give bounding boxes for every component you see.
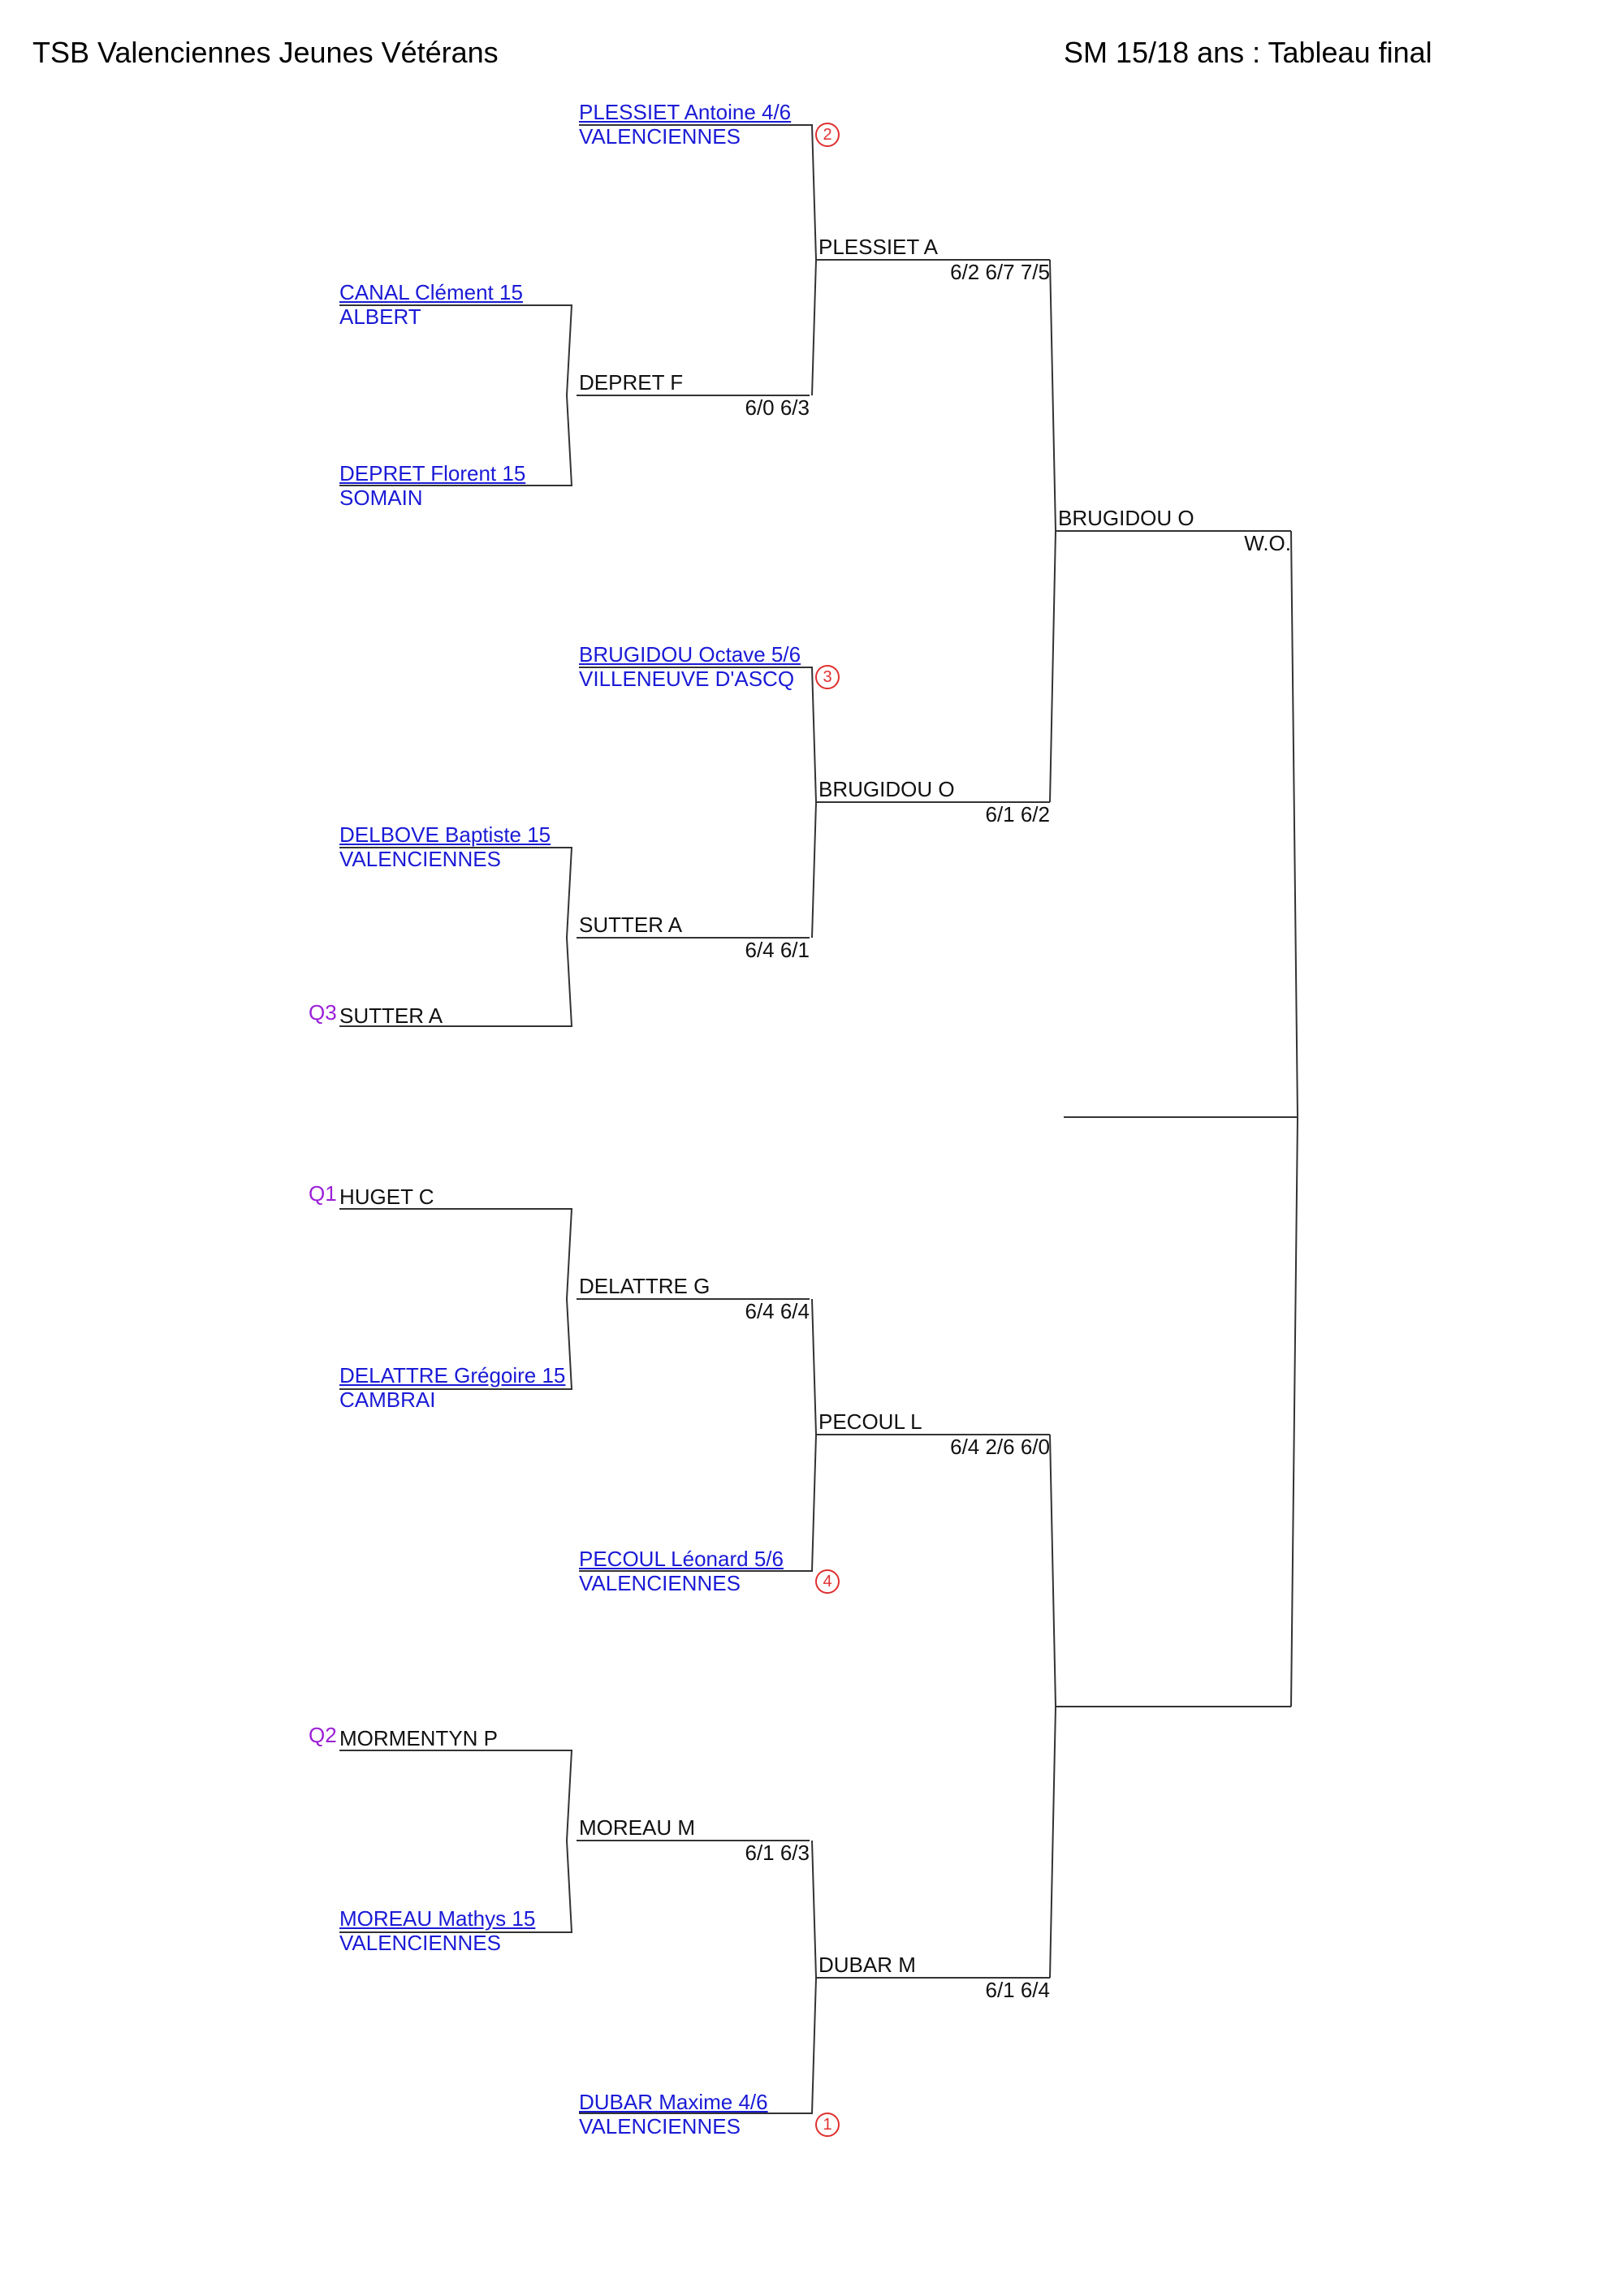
player-club: VILLENEUVE D'ASCQ xyxy=(579,667,795,691)
bracket-line xyxy=(1290,530,1299,1707)
player-name: MORMENTYN P xyxy=(339,1726,498,1750)
player-name[interactable]: PLESSIET Antoine 4/6 xyxy=(579,100,792,124)
qualifier-label: Q3 xyxy=(309,1000,337,1025)
match-winner: PLESSIET A xyxy=(818,235,938,259)
match-score: 6/2 6/7 7/5 xyxy=(950,260,1050,284)
tournament-title: TSB Valenciennes Jeunes Vétérans xyxy=(32,36,499,69)
bracket-line xyxy=(339,847,573,1027)
qualifier-label: Q1 xyxy=(309,1181,337,1206)
bracket-line xyxy=(1049,1434,1057,1979)
bracket-line xyxy=(339,304,573,486)
match-winner: SUTTER A xyxy=(579,913,683,937)
player-club: SOMAIN xyxy=(339,486,423,510)
player-name[interactable]: BRUGIDOU Octave 5/6 xyxy=(579,642,801,667)
player-club: VALENCIENNES xyxy=(579,124,741,149)
player-club: CAMBRAI xyxy=(339,1388,436,1412)
match-score: 6/1 6/3 xyxy=(745,1841,810,1865)
bracket-line xyxy=(579,667,818,939)
player-name[interactable]: CANAL Clément 15 xyxy=(339,280,523,304)
seed-badge: 3 xyxy=(815,665,840,689)
player-name: HUGET C xyxy=(339,1185,434,1209)
bracket-line xyxy=(579,1840,818,2114)
match-winner: DUBAR M xyxy=(818,1953,916,1977)
player-name[interactable]: MOREAU Mathys 15 xyxy=(339,1906,536,1931)
match-winner: BRUGIDOU O xyxy=(1058,506,1194,530)
match-score: 6/1 6/2 xyxy=(985,802,1050,826)
player-name[interactable]: DUBAR Maxime 4/6 xyxy=(579,2090,768,2114)
player-name[interactable]: DELATTRE Grégoire 15 xyxy=(339,1363,566,1388)
qualifier-label: Q2 xyxy=(309,1723,337,1747)
match-winner: DEPRET F xyxy=(579,370,684,395)
seed-badge: 4 xyxy=(815,1569,840,1594)
bracket-line xyxy=(1049,259,1057,803)
match-score: 6/1 6/4 xyxy=(985,1978,1050,2002)
match-score: 6/4 6/4 xyxy=(745,1299,810,1323)
player-club: VALENCIENNES xyxy=(579,2114,741,2138)
player-club: VALENCIENNES xyxy=(339,1931,501,1955)
match-score: 6/4 6/1 xyxy=(745,938,810,962)
player-club: VALENCIENNES xyxy=(339,847,501,871)
bracket-line xyxy=(339,1750,573,1933)
player-club: VALENCIENNES xyxy=(579,1571,741,1595)
player-club: ALBERT xyxy=(339,304,421,329)
match-winner: DELATTRE G xyxy=(579,1274,710,1298)
match-score: W.O. xyxy=(1244,531,1291,555)
seed-badge: 1 xyxy=(815,2113,840,2137)
match-score: 6/0 6/3 xyxy=(745,395,810,420)
player-name: SUTTER A xyxy=(339,1003,443,1028)
bracket-line xyxy=(579,124,818,396)
player-name[interactable]: PECOUL Léonard 5/6 xyxy=(579,1547,784,1571)
bracket-line xyxy=(579,1298,818,1572)
match-score: 6/4 2/6 6/0 xyxy=(950,1435,1050,1459)
match-winner: PECOUL L xyxy=(818,1409,922,1434)
match-winner: MOREAU M xyxy=(579,1815,695,1840)
player-name[interactable]: DELBOVE Baptiste 15 xyxy=(339,822,551,847)
player-name[interactable]: DEPRET Florent 15 xyxy=(339,461,526,486)
draw-title: SM 15/18 ans : Tableau final xyxy=(1064,36,1432,69)
match-winner: BRUGIDOU O xyxy=(818,777,955,801)
bracket-line xyxy=(339,1208,573,1390)
seed-badge: 2 xyxy=(815,123,840,147)
